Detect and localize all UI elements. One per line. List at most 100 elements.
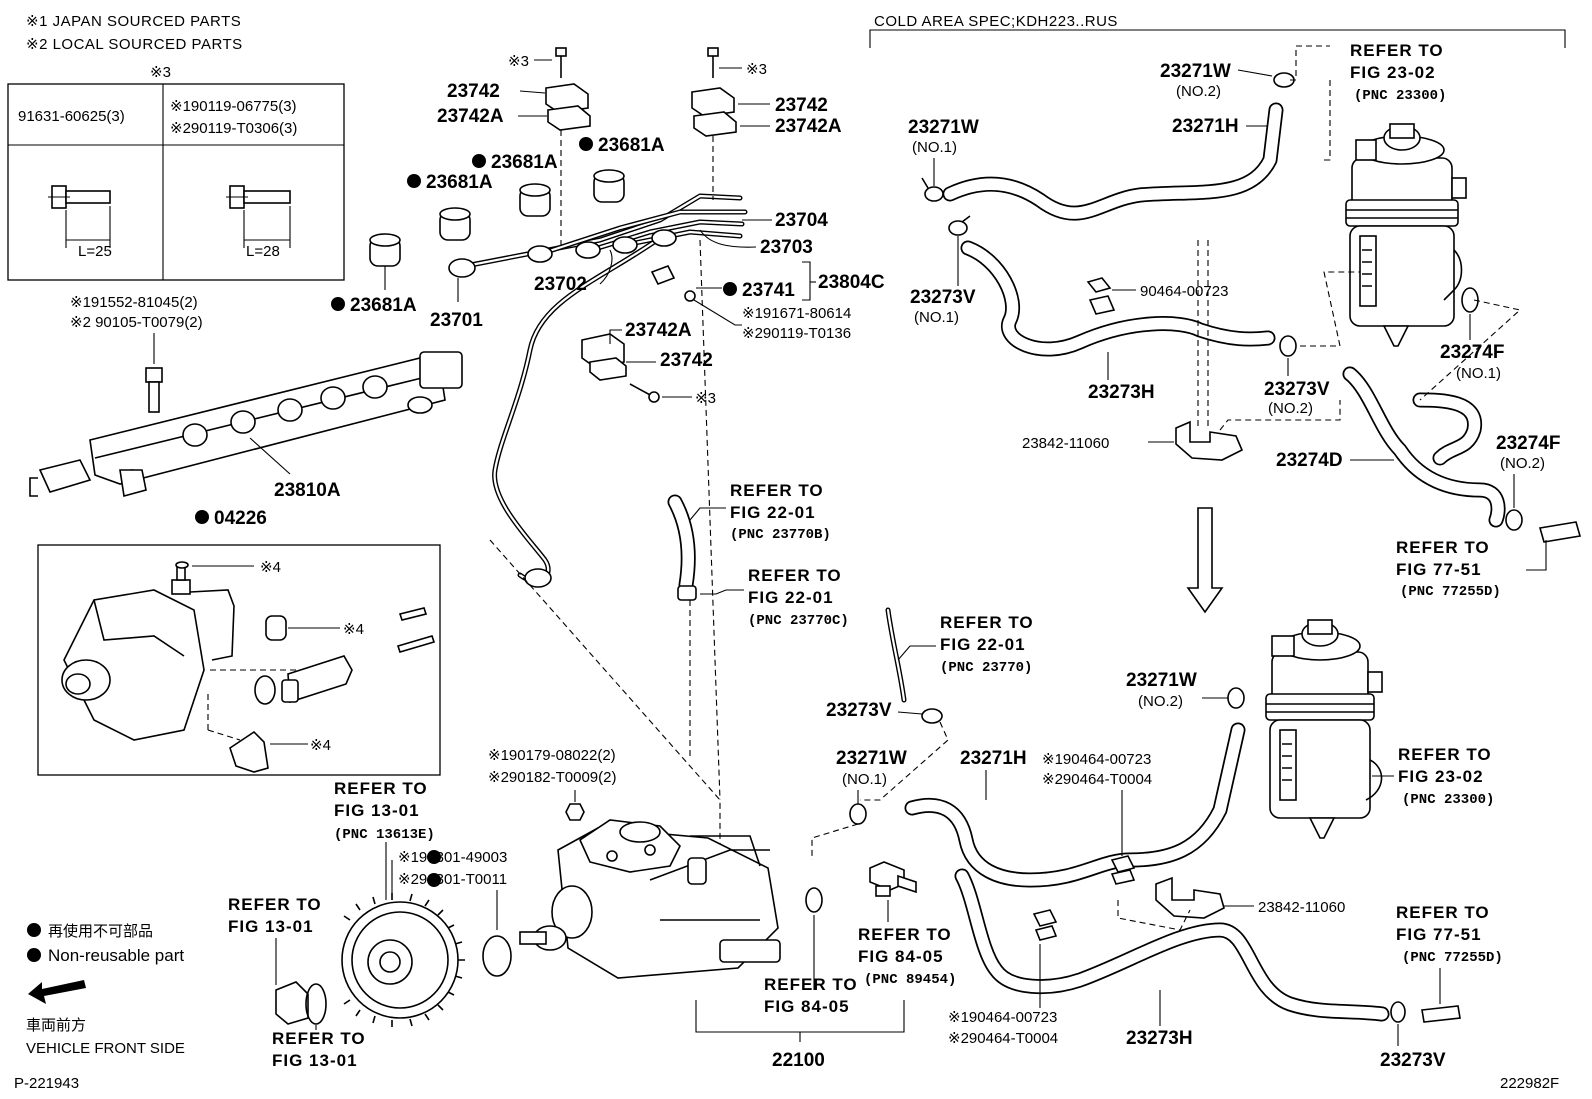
svg-text:REFER TO: REFER TO xyxy=(730,481,824,500)
label-rail-bolt-1: ※191552-81045(2) xyxy=(70,294,198,311)
hose-clamp-icon xyxy=(1227,687,1245,709)
hose-23273H-lower xyxy=(954,868,1390,1022)
arrow-left-icon xyxy=(28,980,86,1004)
drive-gear-icon xyxy=(341,893,465,1027)
hose-end-icon xyxy=(1538,521,1582,543)
filled-circle-icon xyxy=(579,137,593,151)
label-no1-c: (NO.1) xyxy=(1456,365,1501,382)
svg-text:REFER TO: REFER TO xyxy=(1396,903,1490,922)
svg-text:FIG 84-05: FIG 84-05 xyxy=(858,947,944,966)
label-pump-nut-2: ※290182-T0009(2) xyxy=(488,769,616,786)
bolt-mark-3-c: ※3 xyxy=(695,390,716,407)
label-no2-a: (NO.2) xyxy=(1176,83,1221,100)
hose-clamp-icon xyxy=(921,708,943,724)
mark-4-a: ※4 xyxy=(260,559,281,576)
hose-23770B xyxy=(667,494,697,601)
filled-circle-icon xyxy=(427,850,441,864)
label-23273H-lower: 23273H xyxy=(1126,1028,1193,1049)
collar-icon xyxy=(593,169,625,203)
hose-end-icon xyxy=(1421,1005,1461,1023)
filled-circle-icon xyxy=(472,154,486,168)
hose-clamp-icon xyxy=(1390,1001,1406,1023)
svg-text:REFER TO: REFER TO xyxy=(272,1029,366,1048)
label-23742A-a: 23742A xyxy=(437,106,504,127)
footer-left-code: P-221943 xyxy=(14,1075,79,1092)
label-23271W-left: 23271W xyxy=(908,117,979,138)
collar-icon xyxy=(369,233,401,267)
bolt-length-right: L=28 xyxy=(246,243,280,260)
bolt-icon: ※3 xyxy=(707,47,767,78)
hose-clip-icon xyxy=(1032,909,1058,941)
label-23703: 23703 xyxy=(760,237,813,258)
mark-4-b: ※4 xyxy=(343,621,364,638)
cold-area-bracket: COLD AREA SPEC;KDH223..RUS xyxy=(869,13,1566,48)
label-90464-00723-top: 90464-00723 xyxy=(1140,283,1228,300)
mark-4-c: ※4 xyxy=(310,737,331,754)
svg-text:REFER TO: REFER TO xyxy=(764,975,858,994)
label-23741-bolt-2: ※290119-T0136 xyxy=(742,325,851,342)
label-23810A: 23810A xyxy=(274,480,341,501)
label-clip-bottom-1: ※190464-00723 xyxy=(948,1009,1057,1026)
pipe-clamp-icon xyxy=(581,333,627,381)
label-23742-c: 23742 xyxy=(660,350,713,371)
label-no2-c: (NO.2) xyxy=(1500,455,1545,472)
bolt-mark-3-b: ※3 xyxy=(746,61,767,78)
svg-text:REFER TO: REFER TO xyxy=(228,895,322,914)
fuel-temp-sensor-icon xyxy=(869,861,917,897)
pipe-clamp-icon xyxy=(691,87,737,137)
collar-icon xyxy=(275,981,327,1025)
label-pump-nut-1: ※190179-08022(2) xyxy=(488,747,616,764)
label-22100: 22100 xyxy=(772,1050,825,1071)
bolt-mark-3-a: ※3 xyxy=(508,53,529,70)
hose-clamp-icon xyxy=(849,803,867,825)
refer-to-block-r9: REFER TO FIG 84-05 (PNC 89454) xyxy=(858,900,956,988)
hose-23274D xyxy=(1342,366,1506,528)
svg-text:REFER TO: REFER TO xyxy=(748,566,842,585)
svg-text:FIG 13-01: FIG 13-01 xyxy=(228,917,314,936)
svg-text:(PNC 77255D): (PNC 77255D) xyxy=(1402,950,1503,966)
svg-text:FIG 77-51: FIG 77-51 xyxy=(1396,925,1482,944)
label-clip-lower-1: ※190464-00723 xyxy=(1042,751,1151,768)
label-23702: 23702 xyxy=(534,274,587,295)
label-no1-b: (NO.1) xyxy=(914,309,959,326)
hose-23271H-upper xyxy=(942,102,1284,357)
label-23742A-c: 23742A xyxy=(625,320,692,341)
svg-text:FIG 23-02: FIG 23-02 xyxy=(1398,767,1484,786)
label-23701: 23701 xyxy=(430,310,483,331)
legend-nonreuse-jp: 再使用不可部品 xyxy=(48,923,153,940)
hose-23770 xyxy=(885,607,907,703)
hose-clamp-icon xyxy=(1279,335,1297,357)
svg-text:FIG 84-05: FIG 84-05 xyxy=(764,997,850,1016)
collar-icon xyxy=(439,207,471,241)
refer-to-block-r3: REFER TO FIG 22-01 (PNC 23770B) xyxy=(689,481,831,543)
hose-clamp-icon xyxy=(948,215,971,236)
label-gear-nut-2: ※290301-T0011 xyxy=(398,871,507,888)
filled-circle-icon xyxy=(427,873,441,887)
svg-text:REFER TO: REFER TO xyxy=(1398,745,1492,764)
legend-front-en: VEHICLE FRONT SIDE xyxy=(26,1040,185,1057)
label-23681A-1: 23681A xyxy=(491,152,558,173)
svg-text:(PNC 77255D): (PNC 77255D) xyxy=(1400,584,1501,600)
hose-clamp-icon xyxy=(921,177,944,202)
refer-to-block-r2: REFER TO FIG 77-51 (PNC 77255D) xyxy=(1396,538,1547,600)
legend-front-jp: 車両前方 xyxy=(26,1017,86,1034)
refer-to-block-r11: REFER TO FIG 77-51 (PNC 77255D) xyxy=(1396,903,1503,1004)
label-no1-a: (NO.1) xyxy=(912,139,957,156)
svg-text:(PNC 23300): (PNC 23300) xyxy=(1402,792,1494,808)
hose-clip-icon xyxy=(1086,277,1116,315)
label-23842-top: 23842-11060 xyxy=(1022,435,1109,452)
label-23741: 23741 xyxy=(742,280,795,301)
arrow-down-icon xyxy=(1186,507,1224,614)
label-23274F-2: 23274F xyxy=(1496,433,1560,454)
refer-to-block-r12: REFER TO FIG 13-01 xyxy=(272,1025,366,1070)
label-04226: 04226 xyxy=(214,508,267,529)
label-23681A-3: 23681A xyxy=(426,172,493,193)
note-local-sourced: ※2 LOCAL SOURCED PARTS xyxy=(26,36,243,53)
svg-text:REFER TO: REFER TO xyxy=(940,613,1034,632)
label-23271W-top: 23271W xyxy=(1160,61,1231,82)
refer-to-block-r5: REFER TO FIG 22-01 (PNC 23770) xyxy=(897,613,1034,676)
label-23273V-lower-l: 23273V xyxy=(826,700,892,721)
svg-text:(PNC 23770): (PNC 23770) xyxy=(940,660,1032,676)
label-clip-lower-2: ※290464-T0004 xyxy=(1042,771,1152,788)
legend-nonreuse-en: Non-reusable part xyxy=(48,946,184,965)
